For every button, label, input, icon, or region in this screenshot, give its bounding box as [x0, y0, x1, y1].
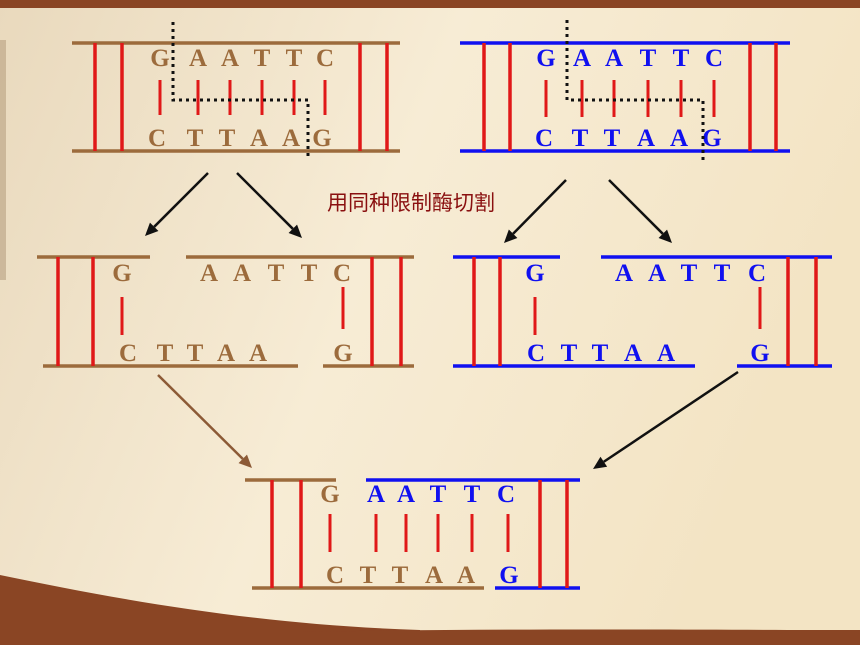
mid-right-left-bottom-base: C [527, 340, 545, 367]
recombinant-bottom-brown-base: A [425, 562, 443, 589]
top-left-top-base: A [189, 45, 207, 72]
top-left-bottom-base: C [148, 125, 166, 152]
mid-left-left-bottom-base: T [187, 340, 204, 367]
mid-left-left-bottom-base: A [217, 340, 235, 367]
arrow-top-left-to-left-fragment-head [145, 222, 159, 236]
top-border [0, 0, 860, 8]
arrow-right-fragment-to-recombinant-head [593, 456, 608, 469]
mid-left-left-bottom-base: T [157, 340, 174, 367]
recombinant-top-blue-base: T [430, 481, 447, 508]
arrow-top-right-to-left-fragment [504, 179, 567, 243]
mid-left-right-sticky-base: G [333, 340, 352, 367]
mid-right-left-bottom-base: T [592, 340, 609, 367]
arrow-right-fragment-to-recombinant-shaft [603, 370, 739, 463]
recombinant-bottom-brown-base: C [326, 562, 344, 589]
top-right-bottom-base: T [572, 125, 589, 152]
mid-left-right-top-base: C [333, 260, 351, 287]
top-right-top-base: A [573, 45, 591, 72]
mid-left-right-top-base: A [233, 260, 251, 287]
mid-right-left-sticky-base: G [525, 260, 544, 287]
arrow-top-right-to-left-fragment-head [504, 229, 518, 243]
mid-left-right-top-base: T [301, 260, 318, 287]
recombinant-top-blue-base: A [367, 481, 385, 508]
recombinant-top-blue-base: C [497, 481, 515, 508]
arrow-left-fragment-to-recombinant-head [238, 454, 252, 468]
top-left-bottom-base: A [282, 125, 300, 152]
recombinant-top-blue-base: A [397, 481, 415, 508]
mid-left-left-bottom-base: A [249, 340, 267, 367]
top-right-cut-line [565, 20, 705, 162]
arrow-top-left-to-right-fragment-shaft [236, 172, 294, 230]
arrow-top-right-to-right-fragment-shaft [608, 179, 664, 235]
top-left-top-base: T [286, 45, 303, 72]
top-right-bottom-base: A [637, 125, 655, 152]
mid-left-left-sticky-base: G [112, 260, 131, 287]
recombinant-bottom-brown-base: A [457, 562, 475, 589]
arrow-top-right-to-left-fragment-shaft [512, 179, 567, 235]
left-edge-shade [0, 40, 6, 280]
top-right-bottom-base: G [702, 125, 721, 152]
arrow-top-right-to-right-fragment [608, 179, 672, 243]
mid-right-left-bottom-base: A [624, 340, 642, 367]
top-right-top-base: T [640, 45, 657, 72]
top-left-bottom-base: T [187, 125, 204, 152]
top-left-top-base: T [254, 45, 271, 72]
mid-right-right-top-base: A [615, 260, 633, 287]
top-left-bottom-base: T [219, 125, 236, 152]
top-left-top-base: C [316, 45, 334, 72]
top-left-top-base: G [150, 45, 169, 72]
mid-left-left-bottom-base: C [119, 340, 137, 367]
mid-right-left-bottom-base: A [657, 340, 675, 367]
arrow-top-left-to-right-fragment [236, 172, 302, 238]
recombinant-top-blue-base: T [464, 481, 481, 508]
top-right-top-base: C [705, 45, 723, 72]
bottom-left-wave [0, 575, 420, 645]
top-left-bottom-base: G [312, 125, 331, 152]
top-right-bottom-base: A [670, 125, 688, 152]
arrow-left-fragment-to-recombinant [157, 374, 252, 468]
recombinant-top-brown-base: G [320, 481, 339, 508]
arrow-top-left-to-left-fragment-shaft [153, 172, 209, 228]
mid-left-right-top-base: A [200, 260, 218, 287]
mid-right-right-top-base: T [681, 260, 698, 287]
top-right-top-base: A [605, 45, 623, 72]
mid-right-right-top-base: A [648, 260, 666, 287]
top-right-top-base: T [673, 45, 690, 72]
recombinant-bottom-blue-base: G [499, 562, 518, 589]
bottom-right-band [300, 629, 860, 645]
arrow-top-right-to-right-fragment-head [658, 229, 672, 243]
mid-left-right-top-base: T [268, 260, 285, 287]
mid-right-right-top-base: C [748, 260, 766, 287]
mid-right-left-bottom-base: T [561, 340, 578, 367]
arrow-left-fragment-to-recombinant-shaft [157, 374, 244, 460]
recombinant-bottom-brown-base: T [360, 562, 377, 589]
top-right-bottom-base: C [535, 125, 553, 152]
top-right-top-base: G [536, 45, 555, 72]
top-left-bottom-base: A [250, 125, 268, 152]
recombinant-bottom-brown-base: T [392, 562, 409, 589]
top-left-top-base: A [221, 45, 239, 72]
mid-right-right-sticky-base: G [750, 340, 769, 367]
arrow-top-left-to-right-fragment-head [288, 224, 302, 238]
enzyme-cut-caption: 用同种限制酶切割 [327, 191, 495, 215]
arrow-right-fragment-to-recombinant [593, 370, 739, 469]
top-right-bottom-base: T [604, 125, 621, 152]
arrow-top-left-to-left-fragment [145, 172, 209, 236]
mid-right-right-top-base: T [714, 260, 731, 287]
